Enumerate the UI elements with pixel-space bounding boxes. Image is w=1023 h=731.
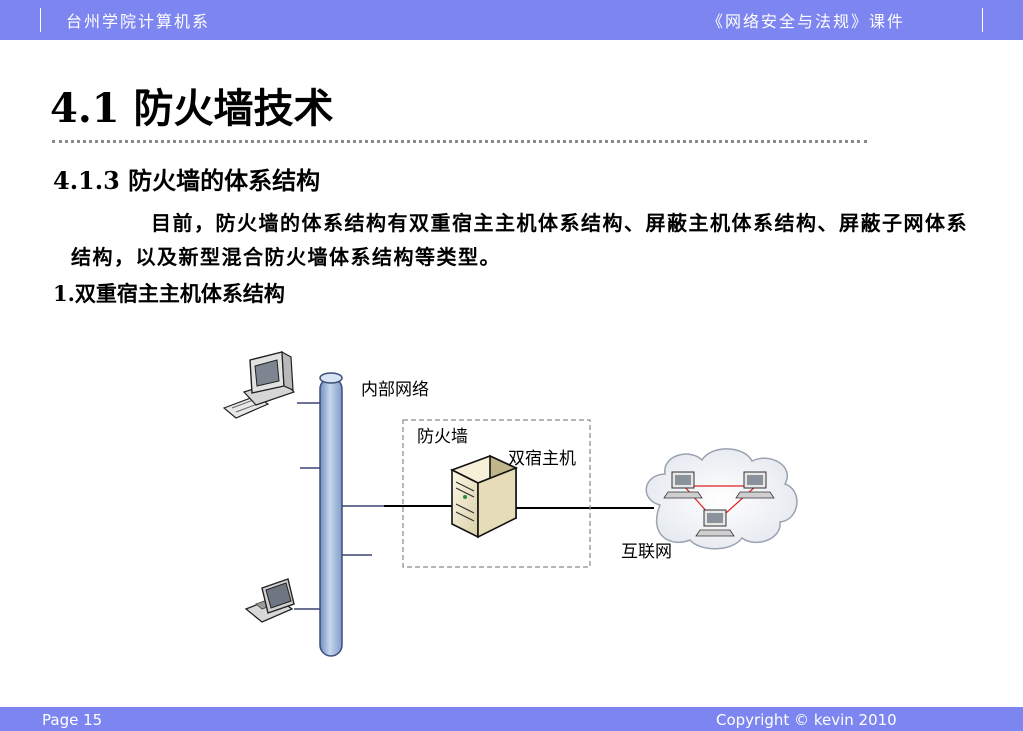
internet-node-2 xyxy=(735,471,775,499)
backbone-taps xyxy=(294,402,372,610)
section-heading: 4.1.3 防火墙的体系结构 xyxy=(53,166,321,195)
slide-title: 4.1 防火墙技术 xyxy=(50,85,334,132)
header-bar: 台州学院计算机系 《网络安全与法规》课件 xyxy=(0,0,1023,40)
body-paragraph: 目前，防火墙的体系结构有双重宿主主机体系结构、屏蔽主机体系结构、屏蔽子网体系结构… xyxy=(71,211,968,269)
copyright: Copyright © kevin 2010 xyxy=(716,711,897,729)
header-department: 台州学院计算机系 xyxy=(66,12,211,31)
server-icon xyxy=(449,454,519,539)
laptop-icon xyxy=(244,578,295,623)
firewall-boundary xyxy=(402,419,591,568)
footer-bar: Page 15 Copyright © kevin 2010 xyxy=(0,707,1023,731)
title-divider xyxy=(52,140,867,143)
header-divider-left xyxy=(40,8,41,32)
network-backbone xyxy=(319,372,343,657)
header-course: 《网络安全与法规》课件 xyxy=(707,12,906,31)
desktop-computer-icon xyxy=(222,350,296,419)
header-divider-right xyxy=(982,8,983,32)
item-heading: 1.双重宿主主机体系结构 xyxy=(53,281,285,306)
internet-cloud-icon xyxy=(645,448,798,550)
internet-node-1 xyxy=(663,471,703,499)
label-internet: 互联网 xyxy=(621,542,672,562)
label-dual-homed-host: 双宿主机 xyxy=(508,449,576,469)
page-number: Page 15 xyxy=(42,711,103,729)
label-internal-network: 内部网络 xyxy=(361,380,429,400)
internet-node-3 xyxy=(695,509,735,537)
label-firewall: 防火墙 xyxy=(417,427,468,447)
